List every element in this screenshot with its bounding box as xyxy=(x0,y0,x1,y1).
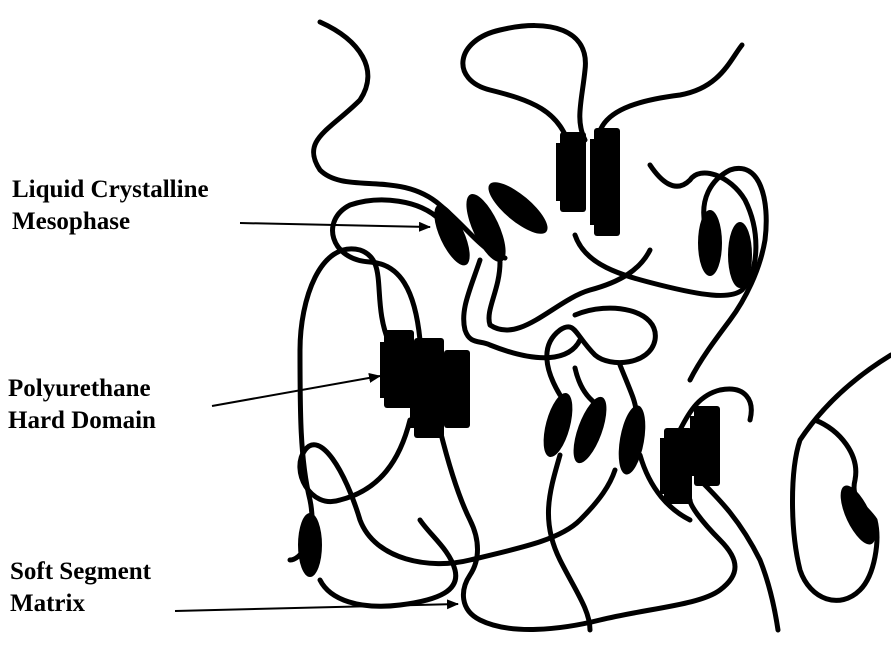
chain-middle-1 xyxy=(464,260,580,358)
chain-top-right xyxy=(598,45,742,140)
chain-right-arc xyxy=(793,355,891,600)
chain-bottom xyxy=(548,455,590,630)
mesogen xyxy=(698,210,722,276)
chain-left-loop xyxy=(290,249,390,560)
chain-left-upper xyxy=(333,200,440,340)
arrow-to-soft-matrix xyxy=(175,604,458,611)
soft-segment-chains xyxy=(290,22,891,630)
chain-top-loop xyxy=(463,26,586,148)
chain-middle-2 xyxy=(489,250,650,330)
chain-right-loop xyxy=(690,168,766,380)
mesogen xyxy=(538,390,578,460)
mesogen xyxy=(728,222,752,288)
arrow-to-hard-domain xyxy=(212,376,380,406)
chain-lower-right xyxy=(700,480,778,630)
mesogen xyxy=(567,393,613,467)
mesogen xyxy=(298,513,322,577)
chain-center-inner xyxy=(547,308,656,395)
hard-domain-left xyxy=(380,330,470,438)
hard-domain-top xyxy=(556,128,620,236)
